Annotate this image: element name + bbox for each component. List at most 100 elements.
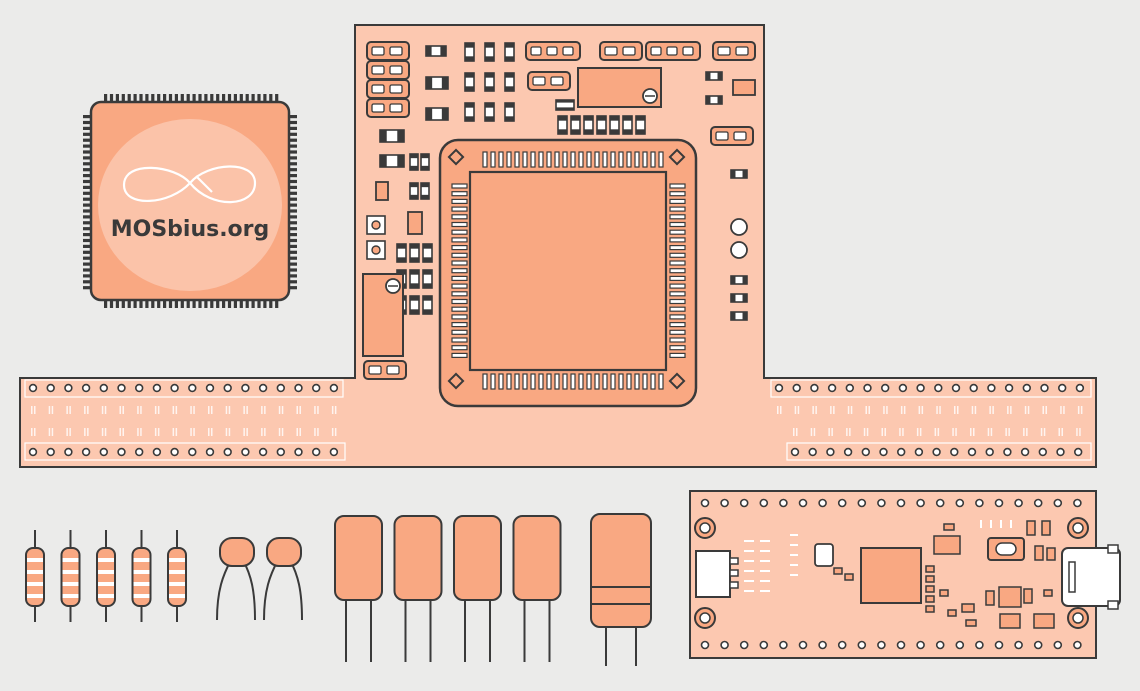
- electrolytic-body: [590, 513, 652, 628]
- mcu-smd-part: [947, 609, 957, 617]
- header-pin: [1022, 383, 1032, 393]
- header-pin: [790, 447, 800, 457]
- header-pin: [64, 447, 73, 457]
- film-capacitors: [334, 515, 562, 662]
- qfp-pin: [546, 373, 552, 390]
- chip-pin: [83, 144, 92, 148]
- smd-terminal: [380, 130, 387, 142]
- header-pin: [863, 383, 872, 393]
- smd-terminal: [465, 56, 474, 61]
- chip-pin: [288, 197, 297, 201]
- qfp-pin: [642, 373, 648, 390]
- mcu-pin: [700, 498, 710, 508]
- qfp-pin: [594, 151, 600, 168]
- qfp-pin: [602, 151, 608, 168]
- mcu-smd-part: [925, 605, 935, 613]
- mcu-pin: [818, 498, 827, 508]
- logo-chip: MOSbius.org: [83, 94, 297, 308]
- qfp-pin: [669, 252, 686, 258]
- qfp-pin: [498, 151, 504, 168]
- chip-pin: [163, 299, 167, 308]
- chip-pin: [104, 299, 108, 308]
- silkscreen-mark: [299, 406, 301, 414]
- mcu-pin: [837, 498, 847, 508]
- chip-pin: [288, 138, 297, 142]
- qfp-pin: [451, 314, 468, 320]
- qfp-die: [468, 170, 668, 372]
- smd-terminal: [410, 183, 418, 188]
- silkscreen-mark: [992, 406, 994, 414]
- chip-pin: [288, 268, 297, 272]
- mcu-silkscreen: [990, 520, 992, 528]
- silkscreen-mark: [296, 428, 298, 436]
- silkscreen-mark: [884, 428, 886, 436]
- smd-terminal: [556, 107, 574, 110]
- qfp-pin: [451, 329, 468, 335]
- qfp-pin: [451, 191, 468, 197]
- silkscreen-mark: [903, 406, 906, 414]
- chip-pin: [288, 162, 297, 166]
- qfp-pin: [451, 291, 468, 297]
- header-pin: [223, 447, 232, 457]
- header-pin: [46, 447, 55, 457]
- mcu-pin: [955, 498, 965, 508]
- smd-terminal: [485, 43, 494, 48]
- header-pin: [951, 383, 961, 393]
- smd-terminal: [505, 73, 514, 78]
- smd-terminal: [421, 165, 429, 170]
- smd-terminal: [465, 116, 474, 121]
- qfp-pin: [626, 373, 632, 390]
- mcu-smd-part: [961, 603, 975, 613]
- header-pin: [1004, 383, 1014, 393]
- smd-terminal: [505, 43, 514, 48]
- chip-pin: [157, 299, 161, 308]
- chip-pin: [198, 94, 202, 103]
- film-cap-body: [453, 515, 502, 601]
- silkscreen-mark: [850, 406, 853, 414]
- qfp-pin: [506, 151, 512, 168]
- qfp-pin: [451, 268, 468, 274]
- silkscreen-mark: [172, 406, 175, 414]
- mcu-pin: [1033, 498, 1043, 508]
- chip-pin: [83, 185, 92, 189]
- silkscreen-mark: [246, 428, 248, 436]
- mcu-pin: [916, 640, 925, 650]
- smd-terminal: [423, 244, 432, 249]
- smd-terminal: [426, 108, 433, 120]
- silkscreen-mark: [1026, 428, 1028, 436]
- silkscreen-mark: [954, 406, 956, 414]
- mcu-silkscreen: [1010, 520, 1012, 528]
- silkscreen-mark: [84, 428, 86, 436]
- silkscreen-mark: [172, 428, 175, 436]
- smd-terminal: [465, 103, 474, 108]
- silkscreen-mark: [104, 406, 107, 414]
- chip-pin: [204, 299, 208, 308]
- chip-pin: [83, 203, 92, 207]
- silkscreen-mark: [208, 428, 210, 436]
- silkscreen-mark: [900, 406, 903, 414]
- smd-terminal: [556, 100, 574, 103]
- resistor-band: [27, 594, 43, 598]
- smd-terminal: [410, 270, 419, 275]
- chip-pin: [227, 94, 232, 103]
- silkscreen-mark: [154, 406, 157, 414]
- smd-terminal: [706, 96, 711, 104]
- silkscreen-mark: [1008, 428, 1010, 436]
- chip-pin: [210, 299, 214, 308]
- chip-pin: [83, 238, 92, 243]
- pin-pad: [371, 65, 385, 75]
- silkscreen-mark: [31, 406, 33, 414]
- chip-pin: [239, 94, 243, 103]
- mcu-pin: [1053, 498, 1063, 508]
- header-pin: [932, 447, 941, 457]
- silkscreen-mark: [190, 406, 192, 414]
- smd-terminal: [423, 296, 432, 301]
- smd-terminal: [397, 130, 404, 142]
- smd-terminal: [397, 257, 406, 262]
- microcontroller-board: [689, 490, 1121, 659]
- qfp-pin: [554, 373, 560, 390]
- chip-pin: [157, 94, 161, 103]
- chip-pin: [133, 94, 137, 103]
- ceramic-capacitors: [216, 537, 303, 621]
- qfp-pin: [482, 373, 488, 390]
